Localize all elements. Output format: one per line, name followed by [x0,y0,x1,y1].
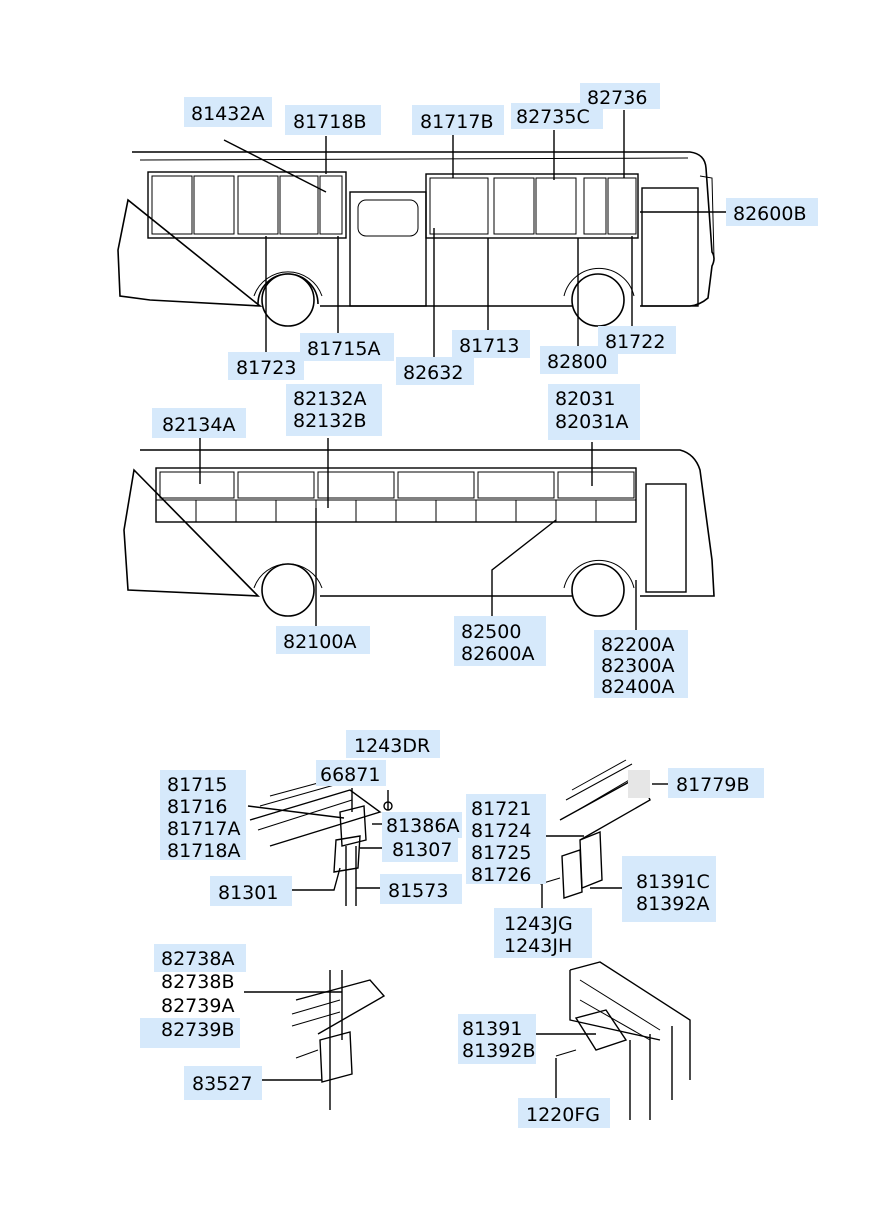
svg-text:81713: 81713 [459,335,519,357]
label-82632: 82632 [396,357,474,385]
detail-window-rail-left [249,775,393,906]
svg-text:81307: 81307 [392,839,452,861]
svg-text:1243JG: 1243JG [504,913,573,935]
svg-text:1243JH: 1243JH [504,935,572,957]
label-81432a: 81432A [184,97,272,127]
svg-text:82200A: 82200A [601,634,674,656]
svg-text:82738B: 82738B [161,971,234,993]
svg-text:81718A: 81718A [167,840,240,862]
label-81715a: 81715A [300,333,394,361]
label-81722: 81722 [598,326,676,354]
svg-text:82500: 82500 [461,621,521,643]
label-81573: 81573 [380,874,462,904]
svg-text:82600A: 82600A [461,643,534,665]
label-81307: 81307 [382,836,458,862]
svg-text:81724: 81724 [471,820,531,842]
label-1243dr: 1243DR [346,730,440,758]
label-81779b: 81779B [668,768,764,798]
svg-text:82031: 82031 [555,388,615,410]
label-82736: 82736 [580,83,660,109]
svg-text:81386A: 81386A [386,815,459,837]
svg-text:81391C: 81391C [636,871,710,893]
svg-text:81432A: 81432A [191,103,264,125]
svg-text:81716: 81716 [167,796,227,818]
svg-text:82739B: 82739B [161,1019,234,1041]
svg-text:82735C: 82735C [516,106,590,128]
label-81723: 81723 [228,352,304,380]
svg-text:82134A: 82134A [162,414,235,436]
svg-text:81723: 81723 [236,357,296,379]
label-81717b: 81717B [412,105,504,135]
svg-text:82800: 82800 [547,351,607,373]
svg-text:81715A: 81715A [307,338,380,360]
detail-window-corner-left [291,970,386,1110]
svg-text:82632: 82632 [403,362,463,384]
svg-text:82600B: 82600B [733,203,806,225]
svg-text:81718B: 81718B [293,111,366,133]
leader-lines [199,110,726,1100]
svg-text:66871: 66871 [320,764,380,786]
svg-text:81717B: 81717B [420,111,493,133]
svg-text:83527: 83527 [192,1073,252,1095]
svg-text:81779B: 81779B [676,774,749,796]
bus-side-view-middle [123,449,715,617]
svg-text:81717A: 81717A [167,818,240,840]
svg-text:81726: 81726 [471,864,531,886]
label-83527: 83527 [184,1066,262,1100]
label-81301: 81301 [210,876,292,906]
svg-text:81721: 81721 [471,798,531,820]
svg-text:82738A: 82738A [161,948,234,970]
label-82100a: 82100A [276,626,370,654]
label-1220fg: 1220FG [518,1098,610,1128]
svg-text:82300A: 82300A [601,655,674,677]
svg-text:81301: 81301 [218,882,278,904]
svg-text:81722: 81722 [605,331,665,353]
svg-text:82132A: 82132A [293,388,366,410]
svg-text:81392B: 81392B [462,1040,535,1062]
detail-window-corner-right [555,961,691,1120]
svg-text:82031A: 82031A [555,411,628,433]
svg-text:1243DR: 1243DR [354,735,430,757]
svg-text:81391: 81391 [462,1018,522,1040]
label-82134a: 82134A [152,408,246,438]
label-81386a: 81386A [382,812,462,838]
svg-text:1220FG: 1220FG [526,1104,600,1126]
label-66871: 66871 [316,760,386,786]
bus-side-view-upper [117,151,715,327]
label-82600b: 82600B [726,198,818,226]
label-81713: 81713 [452,330,530,358]
detail-window-rail-right [539,759,651,899]
svg-text:81725: 81725 [471,842,531,864]
svg-text:81573: 81573 [388,880,448,902]
svg-text:81392A: 81392A [636,893,709,915]
svg-text:82736: 82736 [587,87,647,109]
part-labels: 81432A 81718B 81717B 82735C 82736 82600B… [140,83,818,1128]
svg-text:82132B: 82132B [293,410,366,432]
svg-text:82400A: 82400A [601,676,674,698]
svg-text:82100A: 82100A [283,631,356,653]
svg-text:81715: 81715 [167,774,227,796]
svg-text:82739A: 82739A [161,995,234,1017]
label-81718b: 81718B [285,105,381,135]
